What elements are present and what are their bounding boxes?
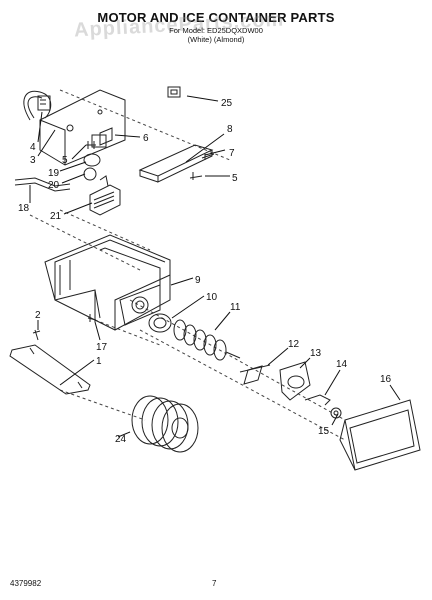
assembly-guide-lines (29, 89, 346, 441)
callout-1: 1 (96, 356, 102, 367)
document-number: 4379982 (10, 579, 42, 588)
callout-20: 20 (48, 180, 60, 191)
nut-part (330, 407, 342, 419)
page-number: 7 (212, 579, 217, 588)
callout-24: 24 (115, 434, 127, 445)
callout-14: 14 (336, 359, 348, 370)
front-cover-part (339, 399, 421, 471)
model-subtitle: For Model: ED25DQXDW00 (169, 26, 263, 35)
wire-harness-part (14, 177, 71, 192)
shutter-spring-part (304, 394, 331, 406)
callout-11: 11 (230, 302, 241, 313)
crusher-part (239, 364, 271, 385)
screw-part-2 (32, 329, 41, 341)
callout-17: 17 (96, 342, 108, 353)
callout-15: 15 (318, 426, 330, 437)
callout-9: 9 (195, 275, 201, 286)
callout-25: 25 (221, 98, 233, 109)
leader-lines (29, 95, 401, 438)
support-bracket-part (9, 344, 91, 395)
callout-6: 6 (143, 133, 149, 144)
ice-container-housing (44, 234, 171, 331)
callout-2: 2 (35, 310, 41, 321)
callout-19: 19 (48, 168, 60, 179)
clip-part (167, 86, 181, 98)
crusher-housing-part (279, 361, 311, 401)
screw-part-17 (87, 314, 97, 322)
bracket-part (99, 127, 113, 146)
bearing-part (148, 313, 172, 333)
callout-5a: 5 (62, 155, 68, 166)
callout-12: 12 (288, 339, 300, 350)
callout-16: 16 (380, 374, 392, 385)
callout-4: 4 (30, 142, 36, 153)
callout-21: 21 (50, 211, 62, 222)
auger-part (131, 395, 199, 453)
page-title: MOTOR AND ICE CONTAINER PARTS (97, 10, 335, 25)
power-cord-part (23, 90, 52, 121)
motor-mount-plate (39, 89, 126, 166)
callout-10: 10 (206, 292, 218, 303)
callout-8: 8 (227, 124, 233, 135)
color-subtitle: (White) (Almond) (187, 35, 245, 44)
callout-numbers: 25 6 8 7 5 4 3 5 19 20 18 21 9 10 11 12 … (18, 98, 392, 445)
auger-spring-part (173, 319, 241, 361)
callout-18: 18 (18, 203, 30, 214)
terminal-block-part (89, 175, 121, 216)
switch-part (83, 153, 101, 181)
callout-7: 7 (229, 148, 235, 159)
callout-5b: 5 (232, 173, 238, 184)
callout-3: 3 (30, 155, 36, 166)
callout-13: 13 (310, 348, 322, 359)
